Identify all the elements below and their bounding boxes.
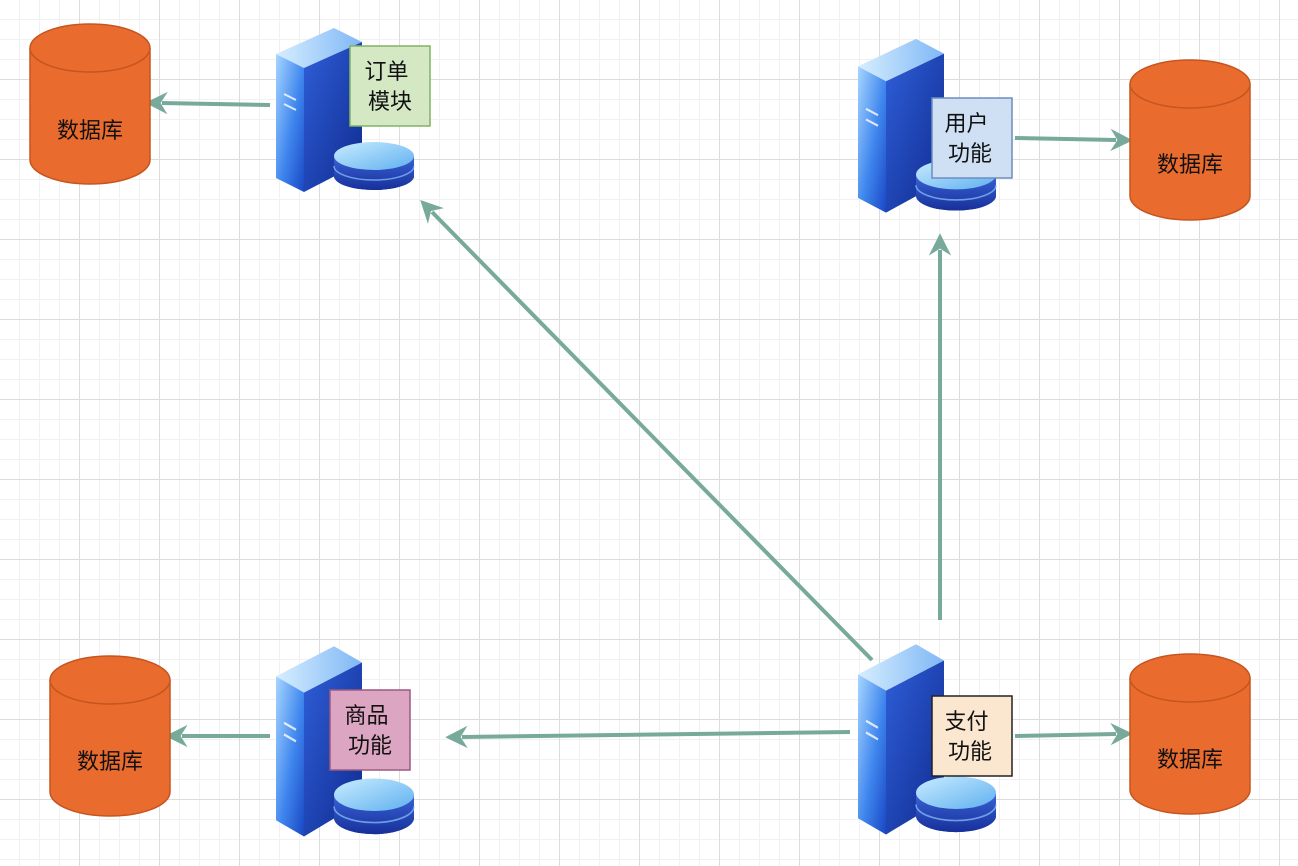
server-label-line1: 商品 — [344, 704, 388, 729]
database-label: 数据库 — [1157, 153, 1223, 178]
server-product[interactable]: 商品 功能 — [274, 645, 416, 838]
server-payment[interactable]: 支付 功能 — [856, 643, 1013, 836]
server-label-line2: 功能 — [348, 734, 392, 759]
database-payment[interactable]: 数据库 — [1129, 653, 1251, 815]
connector-payment-order — [420, 200, 874, 662]
server-label-box — [329, 689, 411, 771]
server-label-line2: 模块 — [368, 90, 412, 115]
connector-user-db — [1014, 128, 1133, 152]
database-label: 数据库 — [57, 119, 123, 144]
database-order[interactable]: 数据库 — [29, 23, 151, 185]
connector-payment-db — [1014, 722, 1133, 746]
server-label-line1: 订单 — [364, 60, 408, 85]
connector-payment-product — [445, 725, 851, 749]
connectors — [145, 91, 1133, 749]
server-label-line1: 支付 — [944, 710, 988, 735]
server-label-box — [931, 97, 1013, 179]
server-label-line2: 功能 — [948, 142, 992, 167]
database-label: 数据库 — [77, 750, 143, 775]
server-label-box — [349, 45, 431, 127]
server-user[interactable]: 用户 功能 — [856, 37, 1013, 214]
database-user[interactable]: 数据库 — [1129, 59, 1251, 221]
database-label: 数据库 — [1157, 748, 1223, 773]
server-label: 订单 模块 — [364, 60, 415, 115]
server-label: 用户 功能 — [944, 112, 995, 167]
server-label: 支付 功能 — [944, 710, 995, 765]
server-label-line1: 用户 — [944, 112, 988, 137]
server-label-line2: 功能 — [948, 740, 992, 765]
server-label: 商品 功能 — [344, 704, 395, 759]
connector-order-db — [145, 91, 271, 115]
server-label-box — [931, 695, 1013, 777]
server-order[interactable]: 订单 模块 — [275, 27, 431, 193]
database-product[interactable]: 数据库 — [49, 655, 171, 817]
